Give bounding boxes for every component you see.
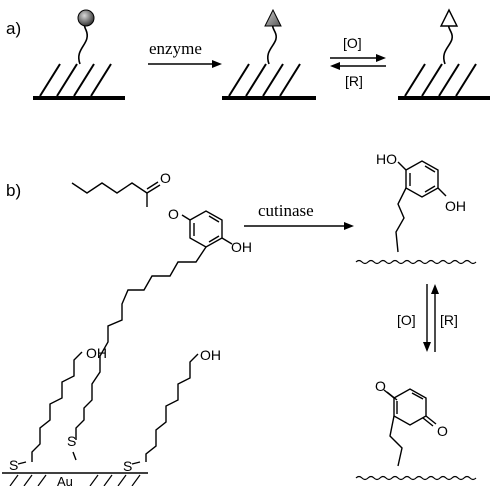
right-spacer-hydroxyl: OH [200,347,221,363]
phenol-hydroxyl-group: OH [231,239,252,255]
sulfur-bonds [17,451,141,465]
enzyme-arrow-label: enzyme [149,39,202,58]
left-spacer-hydroxyl: OH [86,345,107,361]
carbonyl-oxygen-atom: O [160,170,171,186]
redox-equilibrium-arrows [330,54,386,70]
reduced-triangle-icon [264,8,282,27]
sulfur-atom-right: S [123,458,132,474]
panel-b-label: b) [6,181,21,200]
hydroquinone-ho-group: HO [376,151,397,167]
gold-substrate-label: Au [57,474,73,486]
surface-oxidized [398,23,490,100]
left-spacer-chain [31,351,83,462]
panel-a-label: a) [6,19,21,38]
hydroquinone-oh-group: OH [445,198,466,214]
gold-surface [2,472,148,486]
panel-a-reduction-label: [R] [345,73,363,89]
ester-oxygen-atom: O [168,206,179,222]
panel-a-oxidation-label: [O] [343,35,362,51]
quinone-oxygen-top: O [375,378,386,394]
quinone-oxygen-right: O [437,423,448,439]
right-spacer-chain [145,353,199,462]
quinone-structure [383,388,437,467]
surface-hydrolyzed [222,23,316,100]
redox-vertical-arrows [423,284,439,352]
cutinase-arrow-label: cutinase [258,201,314,220]
enzyme-arrow [148,60,222,68]
cutinase-arrow [244,222,354,230]
quinone-surface [355,475,477,481]
panel-a: a) enzyme [6,8,490,100]
panel-b-reduction-label: [R] [440,312,458,328]
panel-b-oxidation-label: [O] [397,312,416,328]
ester-substrate-structure [71,181,233,440]
sulfur-atom-left: S [9,457,18,473]
hydroquinone-surface [355,259,477,265]
hydroquinone-structure [395,160,447,253]
surface-initial [33,21,125,100]
panel-b: b) O O OH OH OH S [2,151,477,486]
oxidized-triangle-icon [439,8,459,27]
enzyme-substrate-ball-icon [77,9,95,27]
sulfur-atom-center: S [67,433,76,449]
